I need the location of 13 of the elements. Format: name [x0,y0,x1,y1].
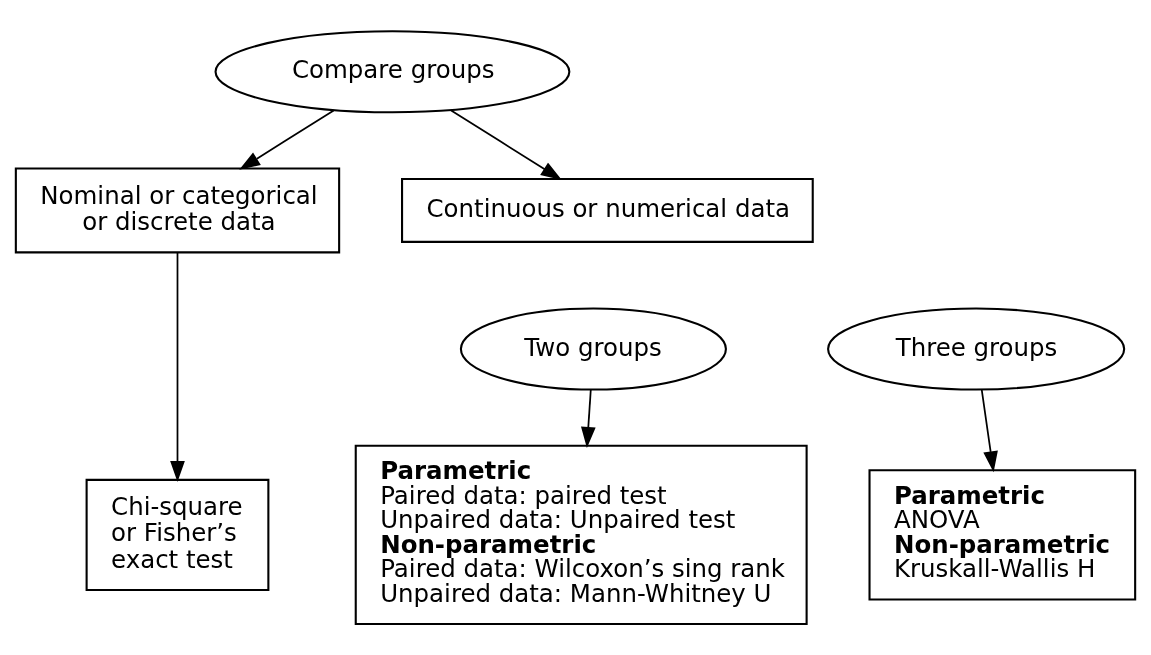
arrow [239,109,335,170]
node-box: Parametric ANOVA Non-parametric Kruskall-Wallis H [868,469,1137,601]
node-box: Continuous or numerical data [401,177,814,243]
node-ellipse: Compare groups [214,30,571,114]
node-box: Parametric Paired data: paired test Unpaired data: Unpaired test Non-parametric Paired data: Wilcoxon’s sing rank Unpaired data: Mann-Whitney U [354,444,808,626]
node-box: Nominal or categorical or discrete data [14,167,341,254]
arrow [980,389,998,473]
arrow [450,109,562,181]
node-box: Chi-square or Fisher’s exact test [85,478,270,591]
arrow [580,389,596,448]
node-ellipse: Three groups [827,307,1126,391]
arrow [170,251,185,483]
node-ellipse: Two groups [459,307,727,391]
